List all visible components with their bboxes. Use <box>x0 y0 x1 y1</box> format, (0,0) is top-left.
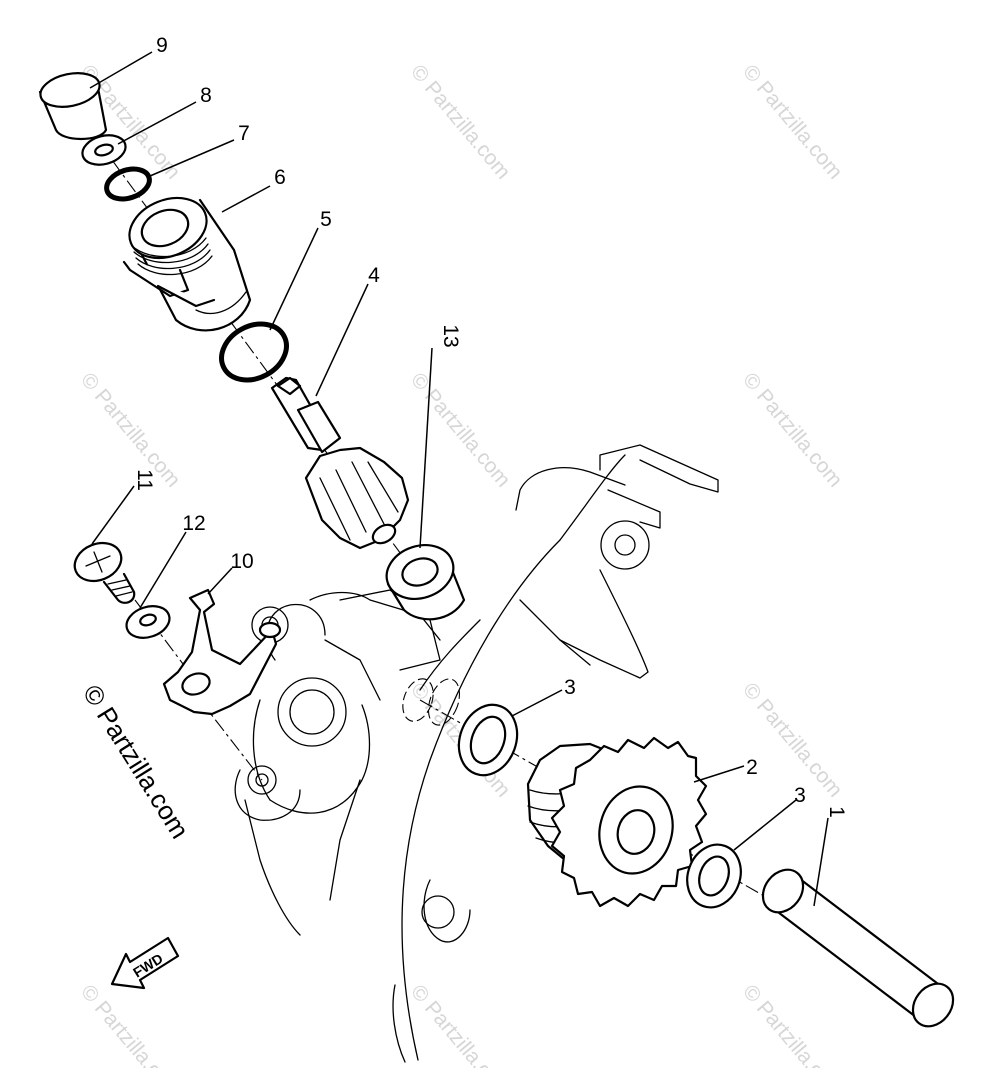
part-2-gear[interactable] <box>526 736 708 908</box>
part-7-o-ring[interactable] <box>103 164 153 204</box>
watermark-11: © Partzilla.com <box>738 980 847 1068</box>
fwd-direction-arrow: FWD <box>110 936 180 990</box>
crankcase-outline <box>234 444 719 1063</box>
part-3-washer-upper[interactable] <box>449 697 526 784</box>
part-8-washer[interactable] <box>79 131 129 169</box>
watermark-9: © Partzilla.com <box>76 980 185 1068</box>
watermark-3: © Partzilla.com <box>738 60 847 183</box>
callout-7: 7 <box>238 122 250 145</box>
callout-9: 9 <box>156 34 168 57</box>
part-11-screw[interactable] <box>69 536 136 604</box>
callout-8: 8 <box>200 84 212 107</box>
watermark-4: © Partzilla.com <box>76 368 185 491</box>
watermark-10: © Partzilla.com <box>406 980 515 1068</box>
callout-5: 5 <box>320 208 332 231</box>
part-5-o-ring[interactable] <box>212 313 296 391</box>
watermark-5: © Partzilla.com <box>406 368 515 491</box>
part-3-washer-lower[interactable] <box>679 837 750 915</box>
leader-lines <box>89 51 829 907</box>
part-1-shaft[interactable] <box>755 862 962 1034</box>
callout-3-lower: 3 <box>794 784 806 807</box>
part-13-bushing[interactable] <box>380 537 466 621</box>
callouts: 9 8 7 6 5 4 13 11 12 10 3 2 3 1 <box>133 34 848 818</box>
callout-6: 6 <box>274 166 286 189</box>
callout-11: 11 <box>133 469 156 491</box>
callout-1: 1 <box>825 806 848 818</box>
watermark-6: © Partzilla.com <box>738 368 847 491</box>
part-4-drive-gear[interactable] <box>270 376 410 550</box>
watermark-2: © Partzilla.com <box>406 60 515 183</box>
part-6-sleeve[interactable] <box>120 187 252 332</box>
callout-13: 13 <box>439 324 462 347</box>
callout-4: 4 <box>368 264 380 287</box>
watermark-8: © Partzilla.com <box>738 678 847 801</box>
part-12-washer[interactable] <box>122 601 173 643</box>
callout-12: 12 <box>182 512 205 535</box>
callout-2: 2 <box>746 756 758 779</box>
callout-3-upper: 3 <box>564 676 576 699</box>
part-9-cap[interactable] <box>37 68 108 140</box>
callout-10: 10 <box>230 550 253 573</box>
part-10-plate[interactable] <box>162 588 282 716</box>
